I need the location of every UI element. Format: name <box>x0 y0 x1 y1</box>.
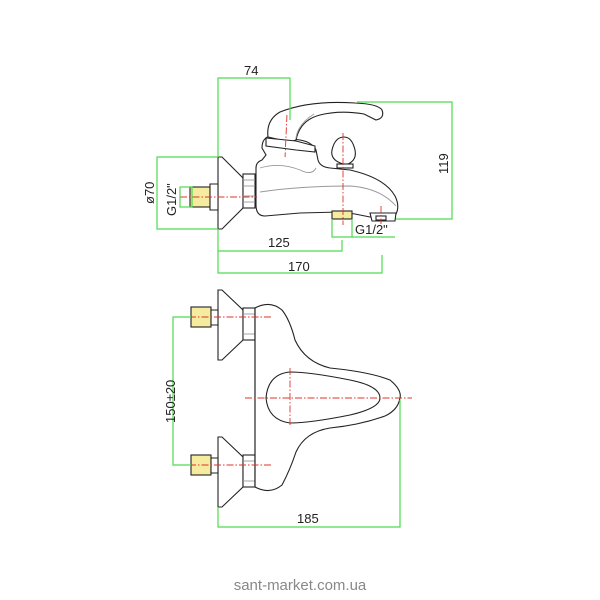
top-lower-flange <box>217 436 244 508</box>
dim-lever-offset: 74 <box>244 63 258 78</box>
dim-outlet-thread: G1/2" <box>355 222 388 237</box>
side-wall-flange <box>217 156 244 230</box>
side-lever-handle <box>267 101 384 143</box>
side-outlet-thread <box>331 210 353 220</box>
dim-flange-diameter: ø70 <box>142 182 157 204</box>
dim-spout-offset: 125 <box>268 235 290 250</box>
dim-inlet-thread: G1/2" <box>164 183 179 216</box>
top-view: 150±20 185 <box>163 289 412 528</box>
side-view: 74 119 ø70 G1/2" G1/2" 125 170 <box>142 63 453 274</box>
side-hex-nut <box>242 173 256 209</box>
top-lever-handle <box>265 371 381 424</box>
dim-height: 119 <box>436 153 451 174</box>
top-lower-hex-nut <box>242 454 256 488</box>
dim-overall-depth: 170 <box>288 259 310 274</box>
top-upper-flange <box>217 289 244 361</box>
watermark: sant-market.com.ua <box>233 577 367 594</box>
side-lever-collar <box>265 137 316 153</box>
side-diverter-knob <box>331 136 356 165</box>
dim-overall-length: 185 <box>297 511 319 526</box>
side-mixer-body <box>255 135 399 218</box>
top-upper-hex-nut <box>242 307 256 341</box>
dim-inlet-spacing: 150±20 <box>163 380 178 423</box>
